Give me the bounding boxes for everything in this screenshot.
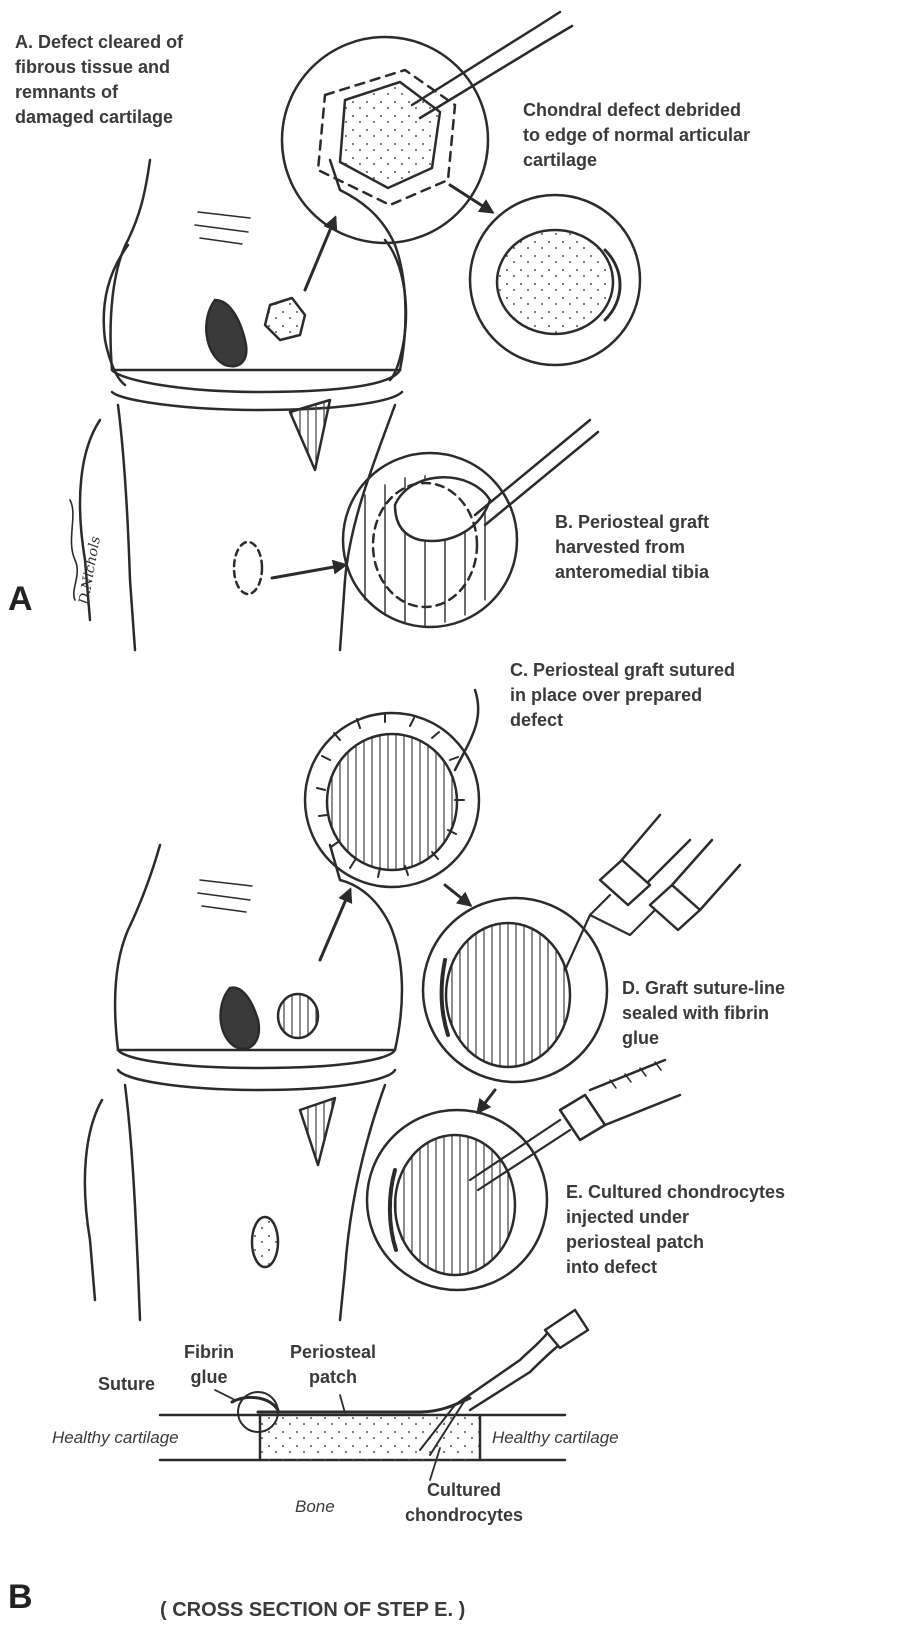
knee-illustration-a [70, 160, 406, 650]
step-a-label: A. Defect cleared of fibrous tissue and … [15, 30, 183, 130]
bone-label: Bone [295, 1494, 335, 1519]
cultured-chondrocytes-label: Cultured chondrocytes [405, 1478, 523, 1528]
fibrin-glue-label: Fibrin glue [184, 1340, 234, 1390]
periosteal-patch-label: Periosteal patch [290, 1340, 376, 1390]
panel-a-tag: A [8, 580, 33, 619]
artist-signature: D.Nichols [76, 535, 104, 607]
debrided-label: Chondral defect debrided to edge of norm… [523, 98, 750, 173]
graft-sutured-circle [305, 690, 479, 887]
step-b-label: B. Periosteal graft harvested from anter… [555, 510, 709, 585]
cross-section-caption: ( CROSS SECTION OF STEP E. ) [160, 1598, 465, 1623]
step-e-label: E. Cultured chondrocytes injected under … [566, 1180, 785, 1280]
step-c-label: C. Periosteal graft sutured in place ove… [510, 658, 735, 733]
healthy-cartilage-left-label: Healthy cartilage [52, 1425, 179, 1450]
knee-illustration-b [85, 845, 402, 1320]
step-d-label: D. Graft suture-line sealed with fibrin … [622, 976, 785, 1051]
healthy-cartilage-right-label: Healthy cartilage [492, 1425, 619, 1450]
cross-section-diagram [160, 1310, 588, 1480]
suture-label: Suture [98, 1372, 155, 1397]
panel-b-tag: B [8, 1578, 33, 1617]
debrided-defect-circle [470, 195, 640, 365]
